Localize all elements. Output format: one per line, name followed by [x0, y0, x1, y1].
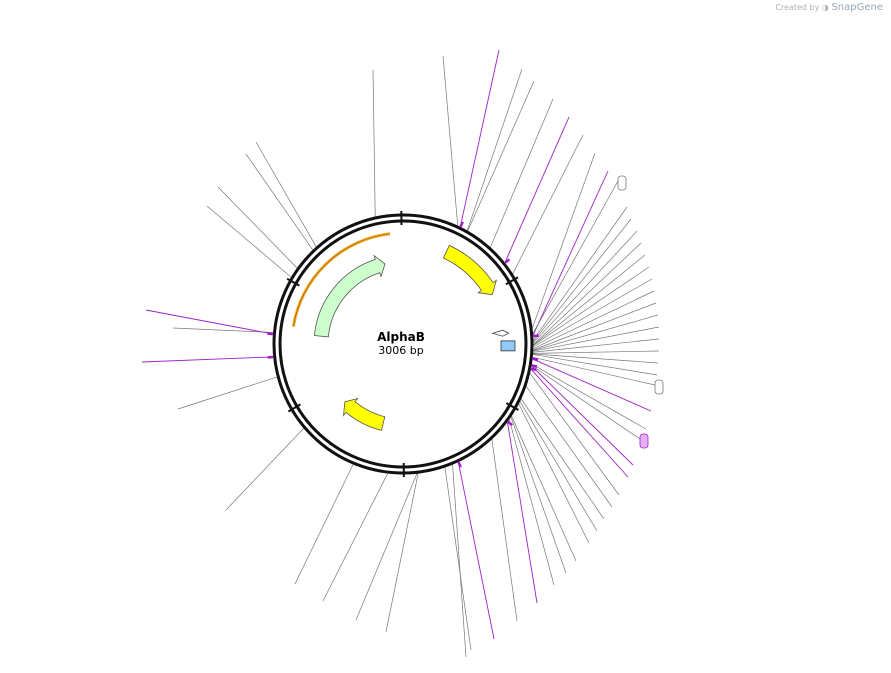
f1-ori-arrow: [442, 244, 498, 296]
primer-m13-puc-forward-site-marker: [530, 367, 537, 372]
primer-m13-puc-forward-leader: [530, 368, 629, 478]
enzyme-bgli-leader: [519, 400, 598, 532]
plasmid-name: AlphaB: [377, 330, 425, 344]
enzyme-bsrdi-leader: [177, 376, 278, 410]
mcs-box: [500, 340, 516, 352]
enzyme-avai-bsobi-tspmi-xmai-leader: [532, 302, 657, 351]
enzyme-bstapi-leader: [510, 416, 567, 574]
primer-m13-forward-site-marker: [531, 364, 538, 368]
enzyme-xbai-leader: [532, 278, 653, 348]
primer-f1ori-f-leader: [504, 116, 570, 264]
feature-arrows: [291, 232, 516, 431]
enzyme-sphi-leader: [532, 230, 638, 344]
enzyme-psti-sbfi-leader: [532, 242, 642, 346]
enzyme-tati-leader: [508, 418, 555, 586]
enzyme-asisi-leader: [245, 153, 314, 251]
site-labels: [617, 175, 664, 449]
tick-mark: [287, 403, 301, 413]
enzyme-bmri-leader: [529, 372, 620, 496]
feature-t7-promoter-box: [654, 379, 664, 395]
enzyme-eco53ki-leader: [532, 350, 660, 354]
enzyme-pspfi-leader: [355, 473, 418, 621]
primer-pentr-r-site-marker: [267, 355, 274, 359]
enzyme-pasi-leader: [206, 205, 292, 278]
label-leader-lines: [141, 49, 660, 658]
enzyme-bfuai-bspmi-leader: [532, 218, 632, 343]
feature-sp6-promoter-leader: [532, 180, 619, 335]
enzyme-ecori-leader: [532, 354, 658, 376]
enzyme-bsaai-leader: [489, 98, 554, 248]
ori-arrow: [342, 397, 386, 431]
enzyme-ndei-leader: [511, 415, 577, 562]
em7-promoter-arrow: [491, 329, 510, 337]
enzyme-alwni-leader: [322, 472, 389, 602]
kanr-arrow: [313, 254, 386, 338]
kanr-orf-arc-outline: [293, 233, 391, 327]
enzyme-saci-leader: [532, 353, 659, 364]
primer-pbr322ori-f-site-marker: [457, 461, 462, 468]
enzyme-acci-leader: [532, 266, 650, 347]
plasmid-size: 3006 bp: [378, 344, 423, 357]
enzyme-naei-leader: [467, 80, 535, 232]
credit-brand: SnapGene: [831, 2, 883, 13]
primer-f1ori-r-site-marker: [459, 221, 464, 228]
credit-label: Created by: [775, 3, 820, 12]
primer-pentr-r-leader: [141, 356, 274, 363]
tick-mark: [286, 277, 300, 287]
enzyme-psii-leader: [512, 134, 584, 275]
enzyme-afliii-pcii-leader: [491, 438, 518, 622]
enzyme-ngomiv-leader: [466, 68, 523, 232]
enzyme-nrui-leader: [172, 327, 274, 333]
primer-f1ori-r-leader: [459, 49, 500, 228]
primer-prs-marker-leader: [506, 421, 538, 604]
tick-mark: [505, 276, 519, 286]
enzyme-bpu10i-leader: [255, 141, 317, 248]
tick-mark: [505, 402, 519, 411]
enzyme-hindiii-leader: [532, 206, 628, 341]
feature-m13-fwd-box: [639, 433, 649, 449]
feature-t7-promoter-leader: [532, 356, 656, 386]
enzyme-bcivi-leader: [444, 467, 472, 651]
enzyme-eaei-leader: [531, 363, 647, 430]
enzyme-bsabi-leader: [225, 427, 305, 511]
primer-pbr322ori-f-leader: [457, 461, 495, 640]
enzyme-bsssi-bsss-i-leader: [452, 464, 467, 658]
enzyme-bsrbi-leader: [442, 55, 459, 227]
enzyme-pvuii-leader: [525, 385, 613, 508]
primer-sp6-leader: [532, 170, 609, 337]
enzyme-kpni-leader: [532, 338, 660, 353]
enzyme-bsahi-leader: [518, 403, 590, 544]
feature-m13-fwd-leader: [531, 364, 641, 440]
snapgene-credit: Created by ◑ SnapGene: [775, 2, 883, 13]
primer-t7-site-marker: [532, 357, 539, 361]
enzyme-acc65i-leader: [532, 326, 660, 352]
primer-f1ori-f-site-marker: [503, 258, 511, 265]
enzyme-bseyi-leader: [385, 473, 419, 633]
enzyme-acui-eco57mi-leader: [294, 463, 354, 585]
enzyme-econi-leader: [217, 186, 298, 269]
primer-kan-r-leader: [145, 309, 274, 335]
primer-m13-forward-leader: [530, 365, 634, 466]
primer-prs-marker-site-marker: [506, 420, 513, 427]
enzyme-bamhi-leader: [532, 290, 655, 350]
enzyme-msli-leader: [531, 152, 596, 329]
enzyme-fspi-leader: [520, 398, 605, 520]
enzyme-pflmi-leader: [372, 69, 376, 218]
enzyme-sali-leader: [532, 254, 646, 346]
primer-t7-leader: [531, 358, 652, 412]
bp-tick-marks: [267, 210, 539, 478]
feature-sp6-promoter-box: [617, 175, 627, 191]
enzyme-smai-leader: [532, 314, 659, 351]
snapgene-logo-icon: ◑: [821, 3, 829, 12]
